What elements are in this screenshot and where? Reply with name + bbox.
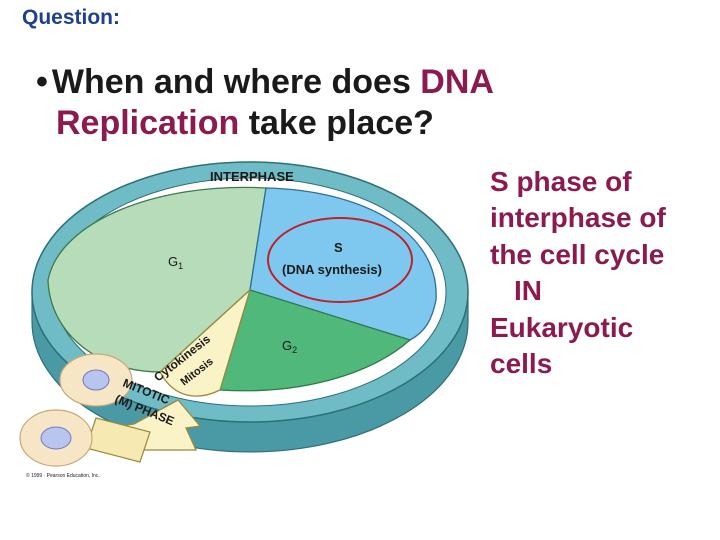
question-text: •When and where does DNA Replication tak…	[36, 62, 596, 144]
answer-line: cells	[490, 347, 553, 379]
s-label: S	[334, 240, 343, 255]
answer-line: S phase of	[490, 166, 632, 197]
answer-line: interphase of	[490, 202, 666, 234]
question-highlight-dna: DNA	[420, 63, 494, 101]
answer-text: S phase of interphase of the cell cycle …	[490, 164, 715, 382]
g1-letter: G	[168, 254, 178, 269]
slide-heading: Question:	[22, 6, 120, 29]
interphase-label: INTERPHASE	[210, 169, 294, 184]
answer-line: IN	[514, 275, 542, 307]
nucleus-icon	[40, 426, 72, 450]
g1-label: G1	[168, 254, 183, 271]
g2-label: G2	[282, 338, 297, 355]
question-part-1: When and where does	[51, 63, 421, 101]
question-line-2: Replication take place?	[56, 103, 596, 144]
question-part-2: take place?	[239, 103, 434, 142]
question-highlight-replication: Replication	[56, 103, 240, 142]
s-highlight-ellipse	[267, 217, 413, 303]
g2-letter: G	[282, 338, 292, 353]
bullet-icon: •	[36, 63, 48, 101]
mitotic-wedge	[159, 287, 252, 397]
g2-subscript: 2	[292, 345, 297, 355]
answer-line: the cell cycle	[490, 238, 665, 270]
cell-cycle-diagram: INTERPHASE G1 S (DNA synthesis) G2 Cytok…	[19, 161, 469, 479]
g2-segment	[219, 289, 412, 392]
s-detail-label: (DNA synthesis)	[282, 262, 382, 277]
nucleus-icon	[82, 369, 110, 391]
g1-subscript: 1	[178, 261, 183, 271]
copyright-text: © 1999 · Pearson Education, Inc.	[26, 472, 100, 479]
answer-line: Eukaryotic	[490, 311, 634, 343]
